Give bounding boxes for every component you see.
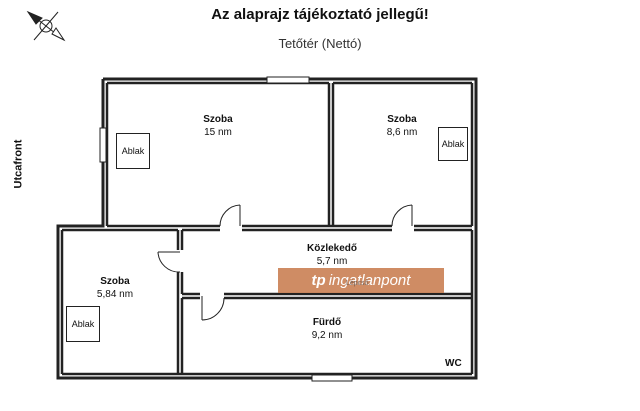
watermark-overlay-text: Lépcső <box>346 280 369 287</box>
page-subtitle: Tetőtér (Nettó) <box>278 36 362 51</box>
window-room4: Ablak <box>66 306 100 342</box>
window-label: Ablak <box>71 319 95 329</box>
watermark-logo: tp ingatlanpont Lépcső <box>278 268 444 293</box>
room-label-szoba-5-84: Szoba 5,84 nm <box>96 276 134 300</box>
room-label-furdo: Fürdő 9,2 nm <box>311 317 343 341</box>
window-label: Ablak <box>121 146 145 156</box>
watermark-mark: tp <box>311 272 326 289</box>
page-title: Az alaprajz tájékoztató jellegű! <box>211 6 429 23</box>
room-label-szoba-15: Szoba 15 nm <box>203 114 233 138</box>
window-room1: Ablak <box>116 133 150 169</box>
room-label-szoba-8-6: Szoba 8,6 nm <box>386 114 418 138</box>
watermark-brand: ingatlanpont <box>328 272 411 289</box>
window-label: Ablak <box>441 139 465 149</box>
room-label-kozlekedo: Közlekedő 5,7 nm <box>306 243 357 267</box>
compass-icon <box>26 10 66 42</box>
wc-label: WC <box>445 358 462 369</box>
window-room2: Ablak <box>438 127 468 161</box>
